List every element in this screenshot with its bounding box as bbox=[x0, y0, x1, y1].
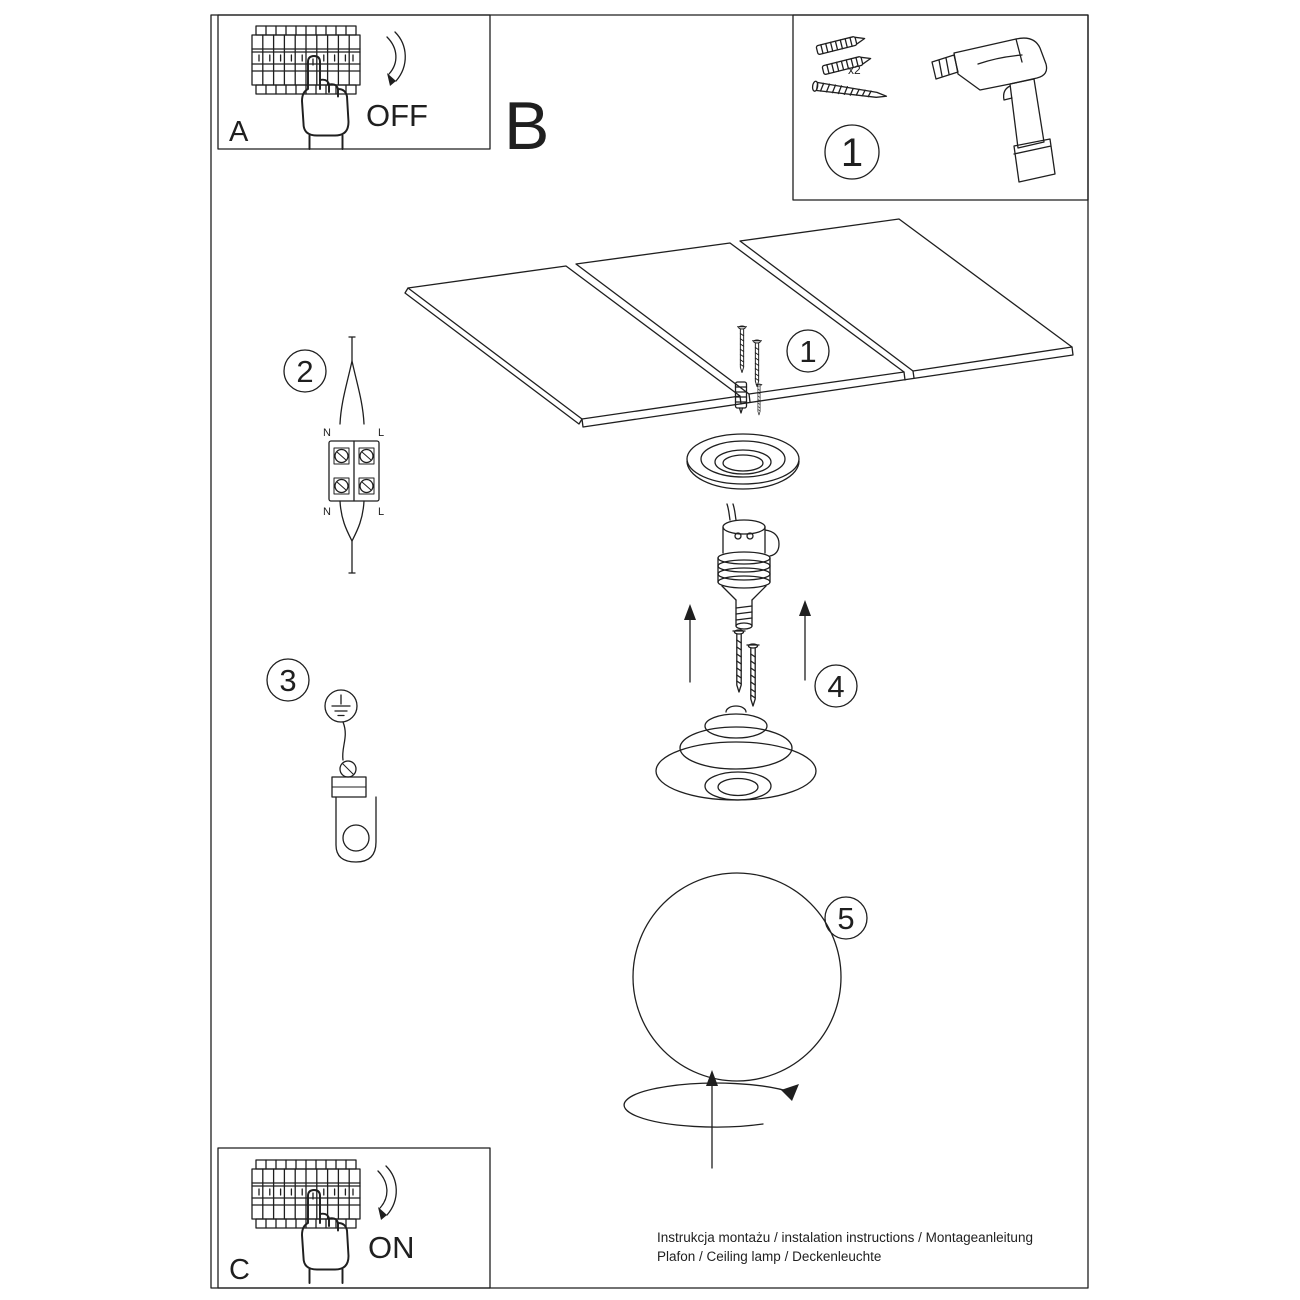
wire-n-bottom-label: N bbox=[323, 506, 331, 518]
step-2-wiring: 2 N L N L bbox=[283, 336, 384, 574]
wall-anchor-icon bbox=[815, 33, 867, 56]
tools-box: x2 1 bbox=[792, 14, 1089, 201]
up-arrowhead-icon bbox=[799, 600, 811, 616]
up-arrowhead-icon bbox=[684, 604, 696, 620]
circuit-breaker-icon bbox=[252, 1160, 360, 1283]
wall-anchor-icon bbox=[734, 381, 748, 414]
step-3-grounding: 3 bbox=[266, 658, 377, 863]
off-label: OFF bbox=[366, 98, 428, 133]
step-5-circle bbox=[824, 896, 868, 940]
step-3-circle bbox=[266, 658, 310, 702]
step-4-circle bbox=[814, 664, 858, 708]
screw-icon bbox=[732, 629, 746, 693]
glass-globe bbox=[632, 872, 842, 1082]
anchor-quantity: x2 bbox=[848, 63, 861, 77]
ceiling-panels bbox=[404, 218, 1074, 428]
panel-a-letter: A bbox=[229, 116, 249, 148]
step-5-number: 5 bbox=[837, 901, 854, 936]
screw-icon bbox=[755, 383, 763, 416]
step-2-number: 2 bbox=[296, 354, 313, 389]
on-label: ON bbox=[368, 1230, 415, 1265]
footer-line-1: Instrukcja montażu / instalation instruc… bbox=[657, 1230, 1033, 1245]
tools-box-frame bbox=[792, 14, 1089, 201]
step-1-callout-number: 1 bbox=[799, 334, 816, 369]
footer-line-2: Plafon / Ceiling lamp / Deckenleuchte bbox=[657, 1249, 881, 1264]
wire-n-top-label: N bbox=[323, 427, 331, 439]
footer: Instrukcja montażu / instalation instruc… bbox=[657, 1230, 1033, 1264]
panel-c-box bbox=[217, 1147, 491, 1289]
step-1-callout-circle bbox=[786, 329, 830, 373]
screw-icon bbox=[746, 643, 760, 707]
step-3-number: 3 bbox=[279, 663, 296, 698]
step-5-globe: 5 bbox=[623, 872, 868, 1169]
ceiling-ring bbox=[686, 433, 800, 490]
page-frame bbox=[210, 14, 1089, 1289]
mounting-screws-step1: 1 bbox=[734, 325, 830, 416]
panel-c-letter: C bbox=[229, 1254, 250, 1286]
step-2-circle bbox=[283, 349, 327, 393]
lamp-socket-fixture bbox=[717, 503, 780, 630]
step-1-circle bbox=[824, 124, 880, 180]
switch-up-arrow-icon bbox=[377, 1165, 397, 1221]
lamp-base bbox=[655, 705, 817, 801]
earth-symbol-icon bbox=[324, 689, 358, 723]
screw-icon bbox=[752, 339, 762, 387]
screw-icon bbox=[737, 325, 747, 373]
panel-b-letter: B bbox=[504, 88, 549, 164]
wire-l-top-label: L bbox=[378, 427, 384, 439]
panel-c-power-on: ON C bbox=[217, 1147, 491, 1289]
drill-icon bbox=[931, 37, 1056, 183]
panel-a-box bbox=[217, 14, 491, 150]
wall-anchor-icon bbox=[821, 53, 873, 76]
step-4-assembly: 4 bbox=[655, 600, 858, 801]
screw-icon bbox=[811, 80, 888, 98]
rotation-arrows bbox=[623, 1070, 799, 1169]
step-1-number: 1 bbox=[841, 131, 863, 175]
wire-l-bottom-label: L bbox=[378, 506, 384, 518]
earth-terminal-illustration bbox=[331, 721, 377, 863]
step-4-number: 4 bbox=[827, 669, 844, 704]
panel-a-power-off: OFF A bbox=[217, 14, 491, 150]
circuit-breaker-icon bbox=[252, 26, 360, 149]
switch-down-arrow-icon bbox=[386, 31, 406, 87]
terminal-block-illustration bbox=[328, 336, 380, 574]
